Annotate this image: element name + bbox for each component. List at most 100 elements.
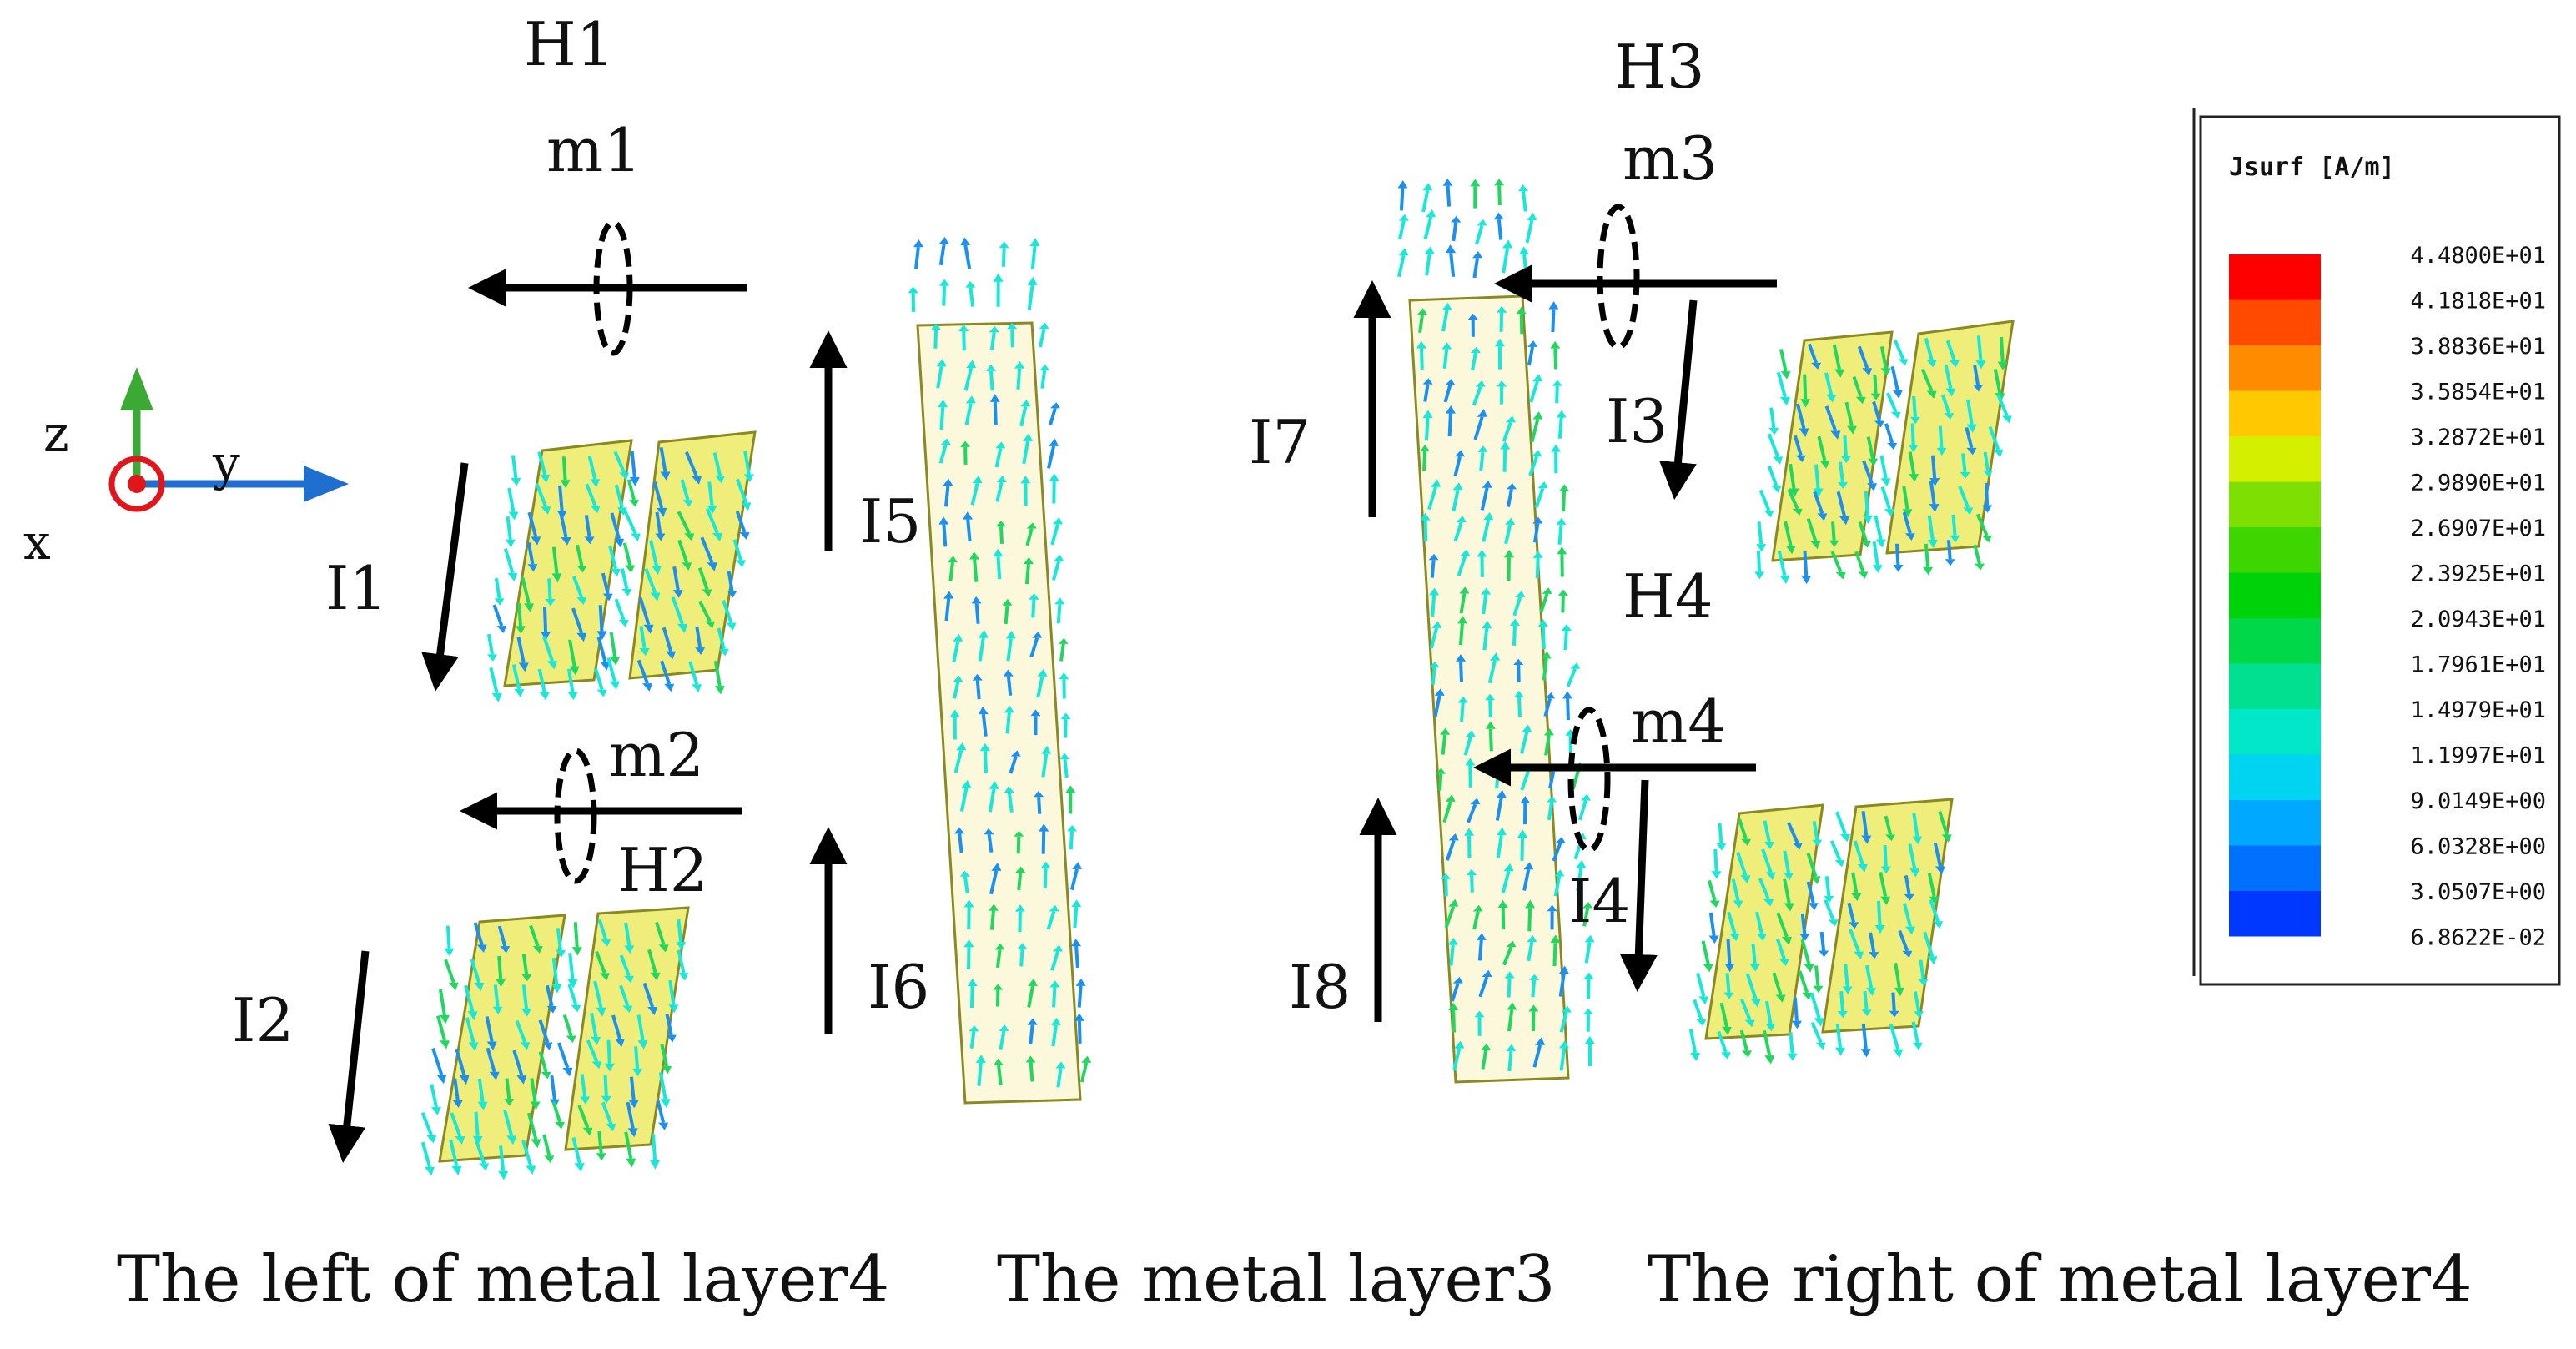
- current-vector: [430, 1084, 438, 1108]
- current-vector: [601, 1101, 613, 1125]
- current-vector: [1764, 1000, 1773, 1024]
- current-vector: [1582, 908, 1590, 927]
- m4-loop: [1567, 707, 1611, 853]
- current-vector: [1457, 556, 1467, 576]
- current-vector-head: [1397, 180, 1408, 189]
- current-vector: [1004, 605, 1009, 625]
- current-vector: [988, 788, 996, 813]
- current-vector-head: [664, 683, 675, 692]
- current-vector-head: [1858, 571, 1869, 579]
- current-vector-head: [650, 972, 661, 981]
- i2-arrow: [328, 950, 370, 1163]
- current-vector: [598, 605, 604, 632]
- current-vector: [1940, 394, 1951, 414]
- current-vector: [1910, 423, 1915, 445]
- current-vector: [1739, 1029, 1748, 1051]
- current-vector-head: [1542, 587, 1552, 594]
- current-vector-head: [1049, 980, 1060, 988]
- current-vector: [1849, 929, 1860, 953]
- current-vector: [953, 749, 963, 773]
- x-axis-dot: [128, 475, 146, 493]
- current-vector-head: [610, 568, 621, 577]
- current-vector: [1577, 800, 1587, 821]
- current-vector-head: [1834, 369, 1844, 378]
- current-vector: [542, 636, 554, 662]
- layer3-strip-left: [916, 321, 1082, 1105]
- current-vector: [974, 603, 980, 624]
- current-vector-head: [1555, 836, 1566, 843]
- current-vector: [1973, 365, 1980, 385]
- current-vector-head: [1470, 798, 1481, 805]
- current-vector-head: [629, 500, 640, 507]
- current-vector: [1507, 1050, 1513, 1071]
- current-vector: [989, 370, 994, 391]
- current-vector: [1022, 440, 1029, 465]
- current-vector-head: [1537, 481, 1548, 489]
- current-vector: [996, 556, 1002, 580]
- current-vector: [1688, 1028, 1698, 1054]
- current-vector-head: [1926, 390, 1937, 399]
- current-vector-head: [1880, 896, 1891, 905]
- current-vector-head: [1711, 871, 1722, 879]
- current-vector-head: [623, 975, 634, 984]
- current-vector-head: [1763, 842, 1774, 849]
- legend-value: 3.5854E+01: [2410, 380, 2546, 405]
- current-vector: [1051, 1024, 1058, 1047]
- current-vector: [1016, 368, 1022, 390]
- left-l4-plate-1a: [503, 439, 633, 687]
- current-vector: [611, 1014, 621, 1039]
- current-vector-head: [1784, 903, 1794, 912]
- current-vector: [1857, 345, 1869, 369]
- current-vector-head: [474, 983, 485, 992]
- current-vector-head: [560, 480, 571, 489]
- current-vector-head: [584, 536, 595, 545]
- current-vector: [470, 958, 481, 984]
- current-vector-head: [1059, 672, 1069, 680]
- current-vector-head: [590, 506, 601, 514]
- current-vector-head: [1030, 709, 1041, 717]
- current-vector-head: [1049, 438, 1059, 446]
- current-vector: [1886, 392, 1898, 413]
- current-vector-head: [1398, 248, 1409, 256]
- current-vector: [1894, 962, 1901, 989]
- current-vector: [1806, 881, 1815, 904]
- current-vector-head: [947, 556, 958, 563]
- current-vector-head: [556, 949, 566, 959]
- current-vector: [1693, 999, 1703, 1020]
- current-vector: [1019, 405, 1028, 427]
- current-vector: [1975, 513, 1989, 536]
- current-vector: [1696, 972, 1706, 997]
- current-vector: [1030, 245, 1037, 270]
- current-vector: [1443, 385, 1452, 403]
- current-vector: [1719, 1002, 1728, 1028]
- current-vector-head: [1854, 951, 1864, 960]
- current-vector: [1861, 1024, 1868, 1050]
- current-vector: [671, 596, 684, 625]
- current-vector: [1924, 543, 1930, 567]
- current-vector-head: [702, 589, 712, 597]
- current-vector: [1449, 944, 1455, 966]
- current-vector-head: [1909, 416, 1920, 425]
- current-vector-head: [1880, 368, 1891, 376]
- current-vector-head: [1763, 898, 1774, 907]
- current-vector: [698, 600, 712, 622]
- current-vector-head: [1071, 939, 1082, 947]
- current-vector-head: [1756, 934, 1767, 942]
- current-vector: [1541, 627, 1546, 650]
- current-vector-head: [1489, 652, 1500, 661]
- current-vector-head: [1465, 730, 1476, 737]
- current-vector: [1517, 697, 1522, 717]
- current-vector-head: [1780, 371, 1791, 380]
- current-vector-head: [1552, 380, 1562, 386]
- current-vector-head: [1049, 904, 1059, 912]
- current-vector: [1553, 876, 1562, 897]
- current-vector: [1482, 627, 1489, 651]
- current-vector-head: [625, 565, 636, 573]
- current-vector-head: [1721, 1026, 1732, 1035]
- current-vector: [1495, 797, 1503, 821]
- current-vector: [639, 626, 647, 649]
- current-vector-head: [1583, 972, 1594, 979]
- current-vector-head: [1509, 618, 1520, 626]
- current-vector: [474, 1111, 480, 1136]
- legend-value: 3.8836E+01: [2410, 334, 2546, 360]
